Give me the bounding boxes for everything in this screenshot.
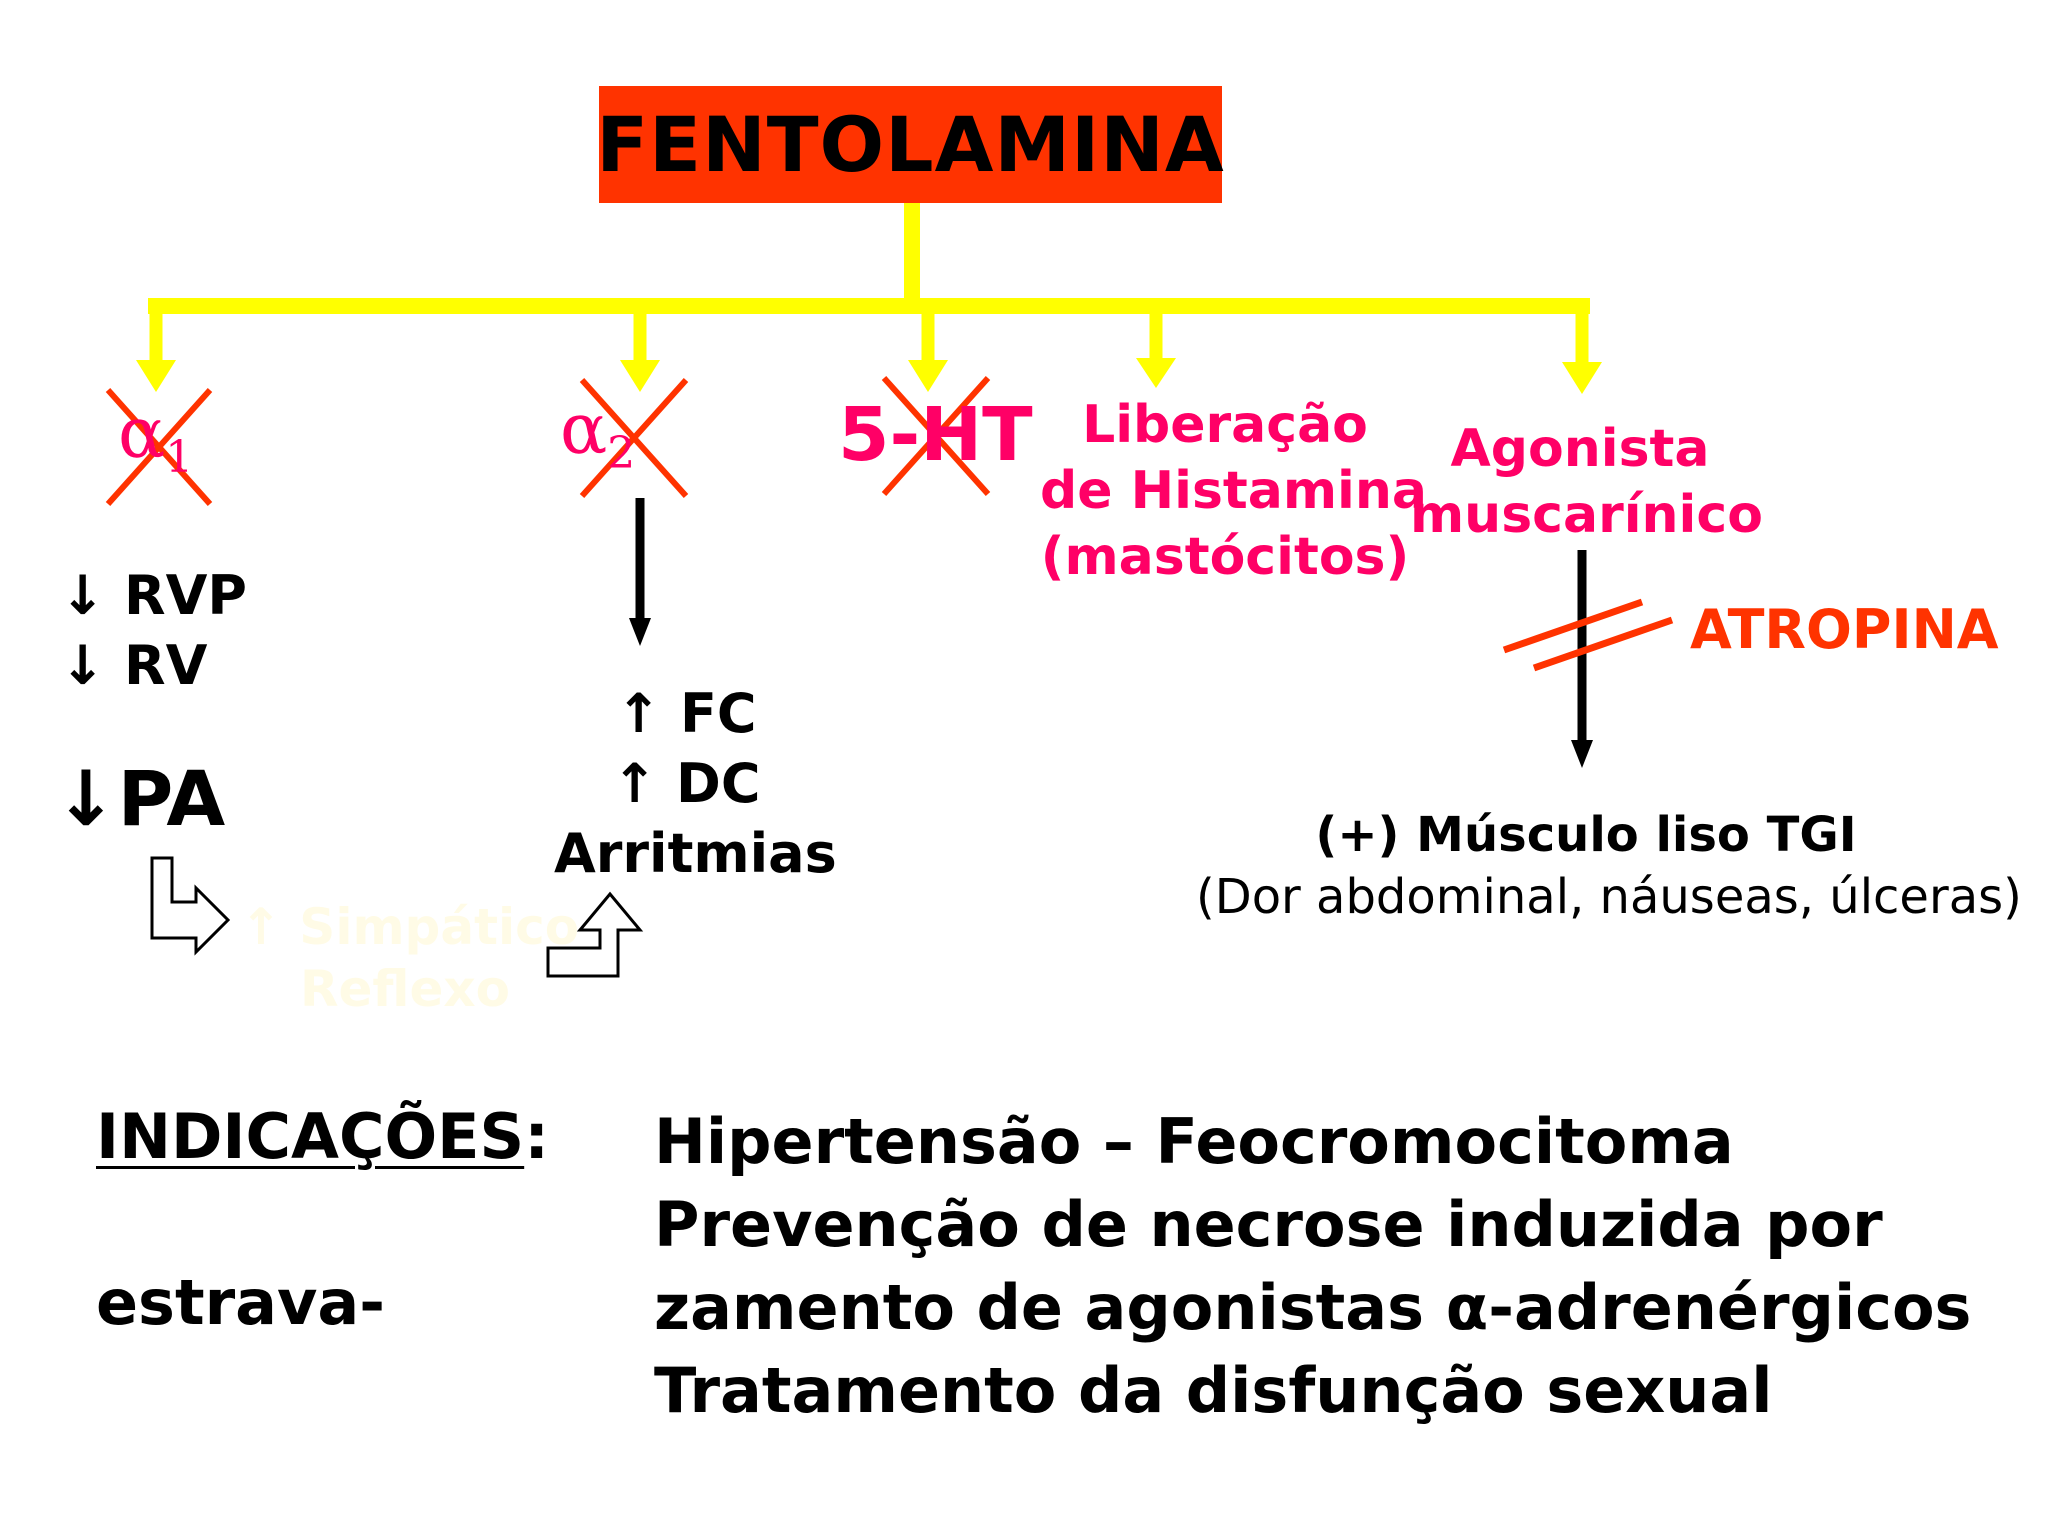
indications-heading-wrap: INDICAÇÕES: — [96, 1100, 549, 1173]
indication-item: zamento de agonistas α-adrenérgicos — [654, 1271, 1972, 1344]
muscle-line1: (+) Músculo liso TGI — [1315, 807, 1857, 863]
indication-item: Hipertensão – Feocromocitoma — [654, 1105, 1734, 1178]
alpha2-subscript: 2 — [607, 428, 636, 479]
indication-item: Prevenção de necrose induzida por — [654, 1188, 1883, 1261]
cross-alpha2-icon — [579, 377, 689, 499]
pa-effect: ↓PA — [54, 754, 226, 843]
page-title: FENTOLAMINA — [596, 100, 1225, 189]
muscarinic-line2: muscarínico — [1410, 485, 1763, 545]
histamine-label: Liberação de Histamina (mastócitos) — [1040, 392, 1427, 590]
alpha1-subscript: 1 — [165, 432, 194, 483]
block-mark-icon — [1502, 598, 1674, 672]
connector-arrowhead-alpha1 — [136, 360, 176, 392]
alpha1-symbol: α — [118, 392, 166, 474]
rvp-effect: ↓ RVP — [60, 564, 247, 627]
muscle-effect: (+) Músculo liso TGI (Dor abdominal, náu… — [1196, 804, 2022, 928]
histamine-line3: (mastócitos) — [1040, 527, 1410, 587]
dc-effect: ↑ DC — [612, 752, 761, 815]
alpha2-label: α2 — [560, 388, 635, 479]
connector-arrowhead-alpha2 — [620, 360, 660, 392]
reflex-line1: ↑ Simpático — [240, 898, 580, 956]
black-arrow-alpha2 — [629, 498, 651, 646]
rv-effect: ↓ RV — [60, 634, 208, 697]
indication-item: Tratamento da disfunção sexual — [654, 1354, 1773, 1427]
muscarinic-line1: Agonista — [1450, 419, 1710, 479]
connector-arrowhead-muscarinic — [1562, 362, 1602, 394]
reflex-arrow-right-shape — [546, 891, 644, 978]
title-box: FENTOLAMINA — [596, 86, 1225, 203]
histamine-line2: de Histamina — [1040, 461, 1427, 521]
alpha2-symbol: α — [560, 388, 608, 470]
reflex-arrow-left-icon — [150, 856, 231, 956]
histamine-line1: Liberação — [1082, 395, 1368, 455]
5ht-label: 5-HT — [838, 392, 1033, 478]
black-arrow-muscarinic — [1571, 550, 1593, 768]
reflex-line2: Reflexo — [300, 960, 510, 1018]
cross-alpha1-icon — [105, 387, 213, 507]
indications-heading: INDICAÇÕES — [96, 1100, 525, 1173]
muscle-line2: (Dor abdominal, náuseas, úlceras) — [1196, 869, 2022, 925]
indications-side-word: estrava- — [96, 1266, 385, 1339]
arritmias-effect: Arritmias — [554, 822, 837, 885]
yellow-connector-tree — [136, 203, 1602, 394]
connector-arrowhead-5ht — [908, 360, 948, 392]
fc-effect: ↑ FC — [616, 682, 757, 745]
indications-list: Hipertensão – Feocromocitoma Prevenção d… — [654, 1100, 1971, 1432]
atropina-label: ATROPINA — [1690, 598, 1999, 661]
cross-5ht-icon — [881, 375, 991, 497]
reflex-label: ↑ Simpático Reflexo — [240, 896, 580, 1020]
muscarinic-label: Agonista muscarínico — [1410, 416, 1763, 548]
indications-colon: : — [524, 1100, 549, 1173]
connector-arrowhead-histamine — [1136, 358, 1176, 388]
alpha1-label: α1 — [118, 392, 193, 483]
